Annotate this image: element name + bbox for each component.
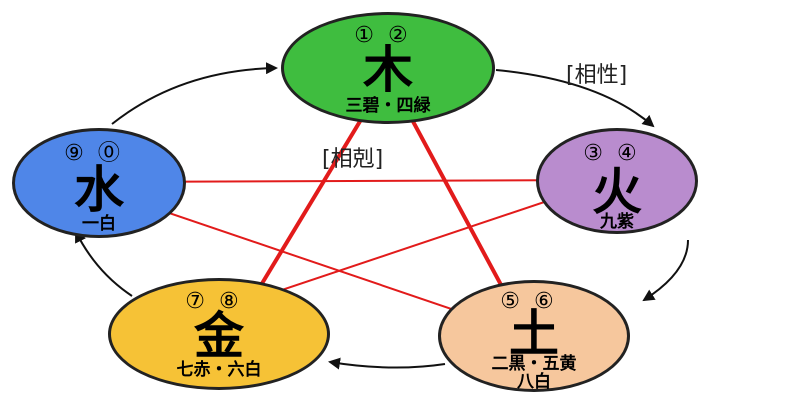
earth-character: 土 <box>509 305 559 363</box>
cycle-arrow-metal-water <box>75 230 133 297</box>
wood-character: 木 <box>363 41 413 99</box>
water-node: ⑨⓪ 水 一白 <box>12 128 186 238</box>
fire-character: 火 <box>592 163 642 221</box>
metal-character: 金 <box>194 307 244 365</box>
earth-stars: 二黒・五黄 <box>491 354 577 374</box>
cycle-arrow-water-wood <box>111 62 278 125</box>
fire-stars: 九紫 <box>600 212 634 232</box>
water-numbers: ⑨⓪ <box>64 141 134 166</box>
cycle-arrow-earth-metal <box>328 357 446 370</box>
metal-numbers: ⑦⑧ <box>185 289 253 314</box>
fire-node: ③④ 火 九紫 <box>536 128 698 234</box>
wood-numbers: ①② <box>354 23 422 48</box>
generating-label: [相性] <box>566 63 628 88</box>
earth-numbers: ⑤⑥ <box>500 289 568 314</box>
earth-stars-second-line: 八白 <box>517 372 551 392</box>
cycle-arrow-wood-fire <box>495 69 655 128</box>
wood-node: ①② 木 三碧・四緑 <box>281 12 495 124</box>
cycle-arrow-fire-earth <box>642 239 689 302</box>
overcoming-label: [相剋] <box>322 147 384 172</box>
wood-stars: 三碧・四緑 <box>345 96 431 116</box>
fire-numbers: ③④ <box>583 141 651 166</box>
metal-stars: 七赤・六白 <box>176 360 262 380</box>
metal-node: ⑦⑧ 金 七赤・六白 <box>108 278 330 390</box>
water-stars: 一白 <box>82 214 116 234</box>
water-character: 水 <box>74 161 124 219</box>
earth-node: ⑤⑥ 土 二黒・五黄 八白 <box>438 280 630 392</box>
